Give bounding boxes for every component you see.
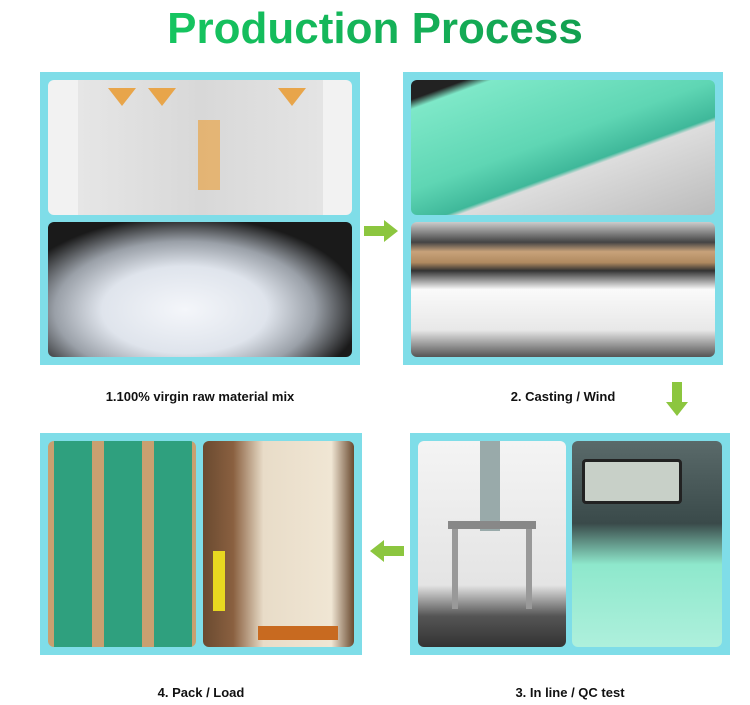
arrow-down-icon: [666, 382, 688, 416]
step-4-caption: 4. Pack / Load: [157, 685, 245, 700]
tensile-tester-photo: [418, 441, 566, 647]
step-3-caption: 3. In line / QC test: [515, 685, 625, 700]
resin-bag-photo: [48, 80, 352, 215]
step-1-panel: [40, 72, 360, 365]
film-rolls-photo: [411, 80, 715, 215]
casting-machine-photo: [411, 222, 715, 357]
step-1-caption: 1.100% virgin raw material mix: [105, 389, 295, 404]
page-title: Production Process: [0, 4, 750, 54]
thickness-gauge-photo: [572, 441, 722, 647]
step-2-caption: 2. Casting / Wind: [510, 389, 616, 404]
pellets-photo: [48, 222, 352, 357]
arrow-right-icon: [364, 220, 398, 242]
arrow-left-icon: [370, 540, 404, 562]
packed-rolls-photo: [48, 441, 196, 647]
step-3-panel: [410, 433, 730, 655]
step-2-panel: [403, 72, 723, 365]
container-loading-photo: [203, 441, 354, 647]
step-4-panel: [40, 433, 362, 655]
